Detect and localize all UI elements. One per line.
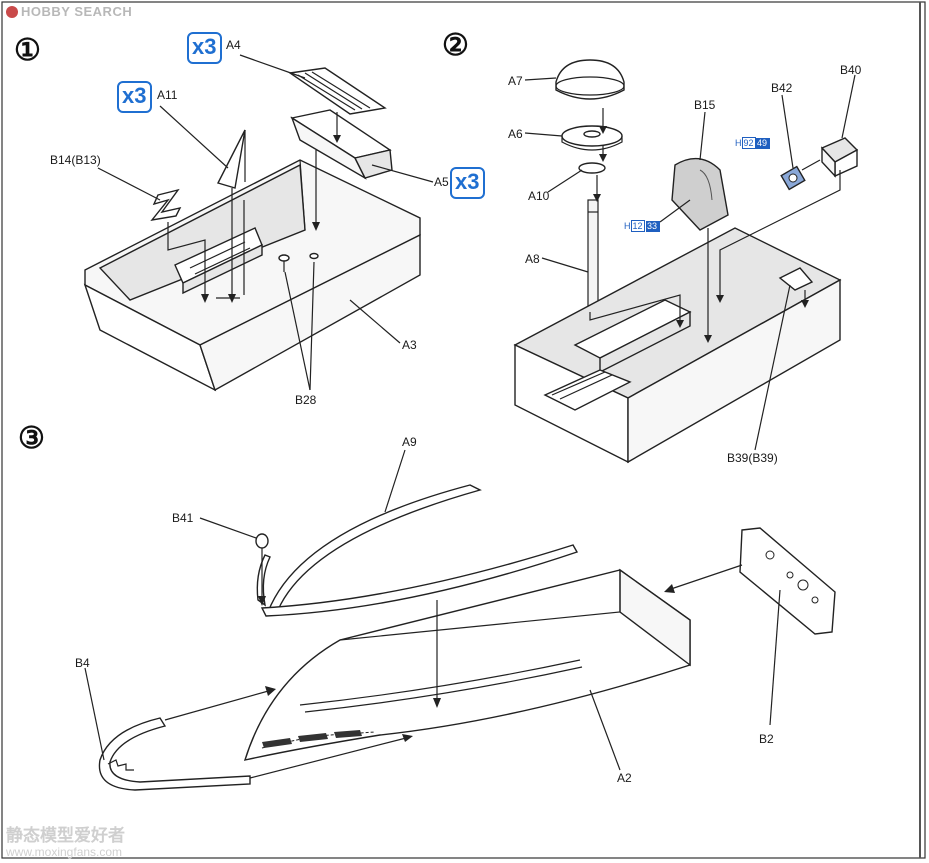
part-b15-seat xyxy=(671,157,729,231)
part-b42-part xyxy=(780,165,806,191)
x3-badge-a4 xyxy=(187,32,222,64)
label-b2: B2 xyxy=(759,732,774,746)
label-b42: B42 xyxy=(771,81,793,95)
label-a5: A5 xyxy=(434,175,449,189)
x3-text-a4: x3 xyxy=(192,34,217,59)
step-2-leaders xyxy=(524,74,856,451)
step-2-arrows xyxy=(589,108,841,343)
part-b40-part xyxy=(820,137,859,178)
moxing-watermark-logo: 静态模型爱好者 xyxy=(6,826,125,846)
step-2-marker: ② xyxy=(442,28,469,63)
label-b41: B41 xyxy=(172,511,194,525)
hobby-search-logo-icon xyxy=(6,6,18,18)
part-a11-fin xyxy=(216,129,246,189)
step-2-tub xyxy=(513,227,842,464)
x3-badge-a5 xyxy=(450,167,485,199)
paint-ref-h12 xyxy=(646,221,660,232)
step-3-marker: ③ xyxy=(18,421,45,456)
part-b41-ring xyxy=(255,533,269,560)
label-a9: A9 xyxy=(402,435,417,449)
label-a3: A3 xyxy=(402,338,417,352)
part-b28-pins xyxy=(278,252,319,272)
paint-h12-h: H xyxy=(624,221,631,231)
label-a7: A7 xyxy=(508,74,523,88)
step-1-arrows xyxy=(167,112,341,303)
label-a2: A2 xyxy=(617,771,632,785)
paint-h92-h: H xyxy=(735,138,742,148)
label-b15: B15 xyxy=(694,98,716,112)
part-a9-rail xyxy=(256,484,579,617)
step-1-marker: ① xyxy=(14,33,41,68)
label-a4: A4 xyxy=(226,38,241,52)
step-1-leaders xyxy=(97,54,434,391)
moxing-watermark: 静态模型爱好者 www.moxingfans.com xyxy=(6,826,125,859)
paint-h12-code: 12 xyxy=(630,220,645,232)
label-b40: B40 xyxy=(840,63,862,77)
part-a5-box xyxy=(290,109,393,180)
paint-ref-h92 xyxy=(756,138,770,149)
label-b28: B28 xyxy=(295,393,317,407)
watermark-text: HOBBY SEARCH xyxy=(21,4,133,19)
x3-badge-a11 xyxy=(117,81,152,113)
part-a10-ring xyxy=(578,162,606,174)
label-b39: B39(B39) xyxy=(727,451,778,465)
part-b14-bracket xyxy=(150,188,182,221)
label-a11: A11 xyxy=(157,88,178,102)
label-a8: A8 xyxy=(525,252,540,266)
part-a3-tub xyxy=(83,159,421,392)
x3-text-a11: x3 xyxy=(122,83,147,108)
part-a7-cap xyxy=(555,59,625,100)
step-3-leaders xyxy=(84,449,781,771)
paint-h92-num: 49 xyxy=(757,138,768,148)
part-a4-grille xyxy=(288,67,387,115)
part-b4-bow xyxy=(98,717,251,791)
paint-h12-num: 33 xyxy=(647,221,658,231)
label-a6: A6 xyxy=(508,127,523,141)
hobby-search-watermark: HOBBY SEARCH xyxy=(6,4,132,19)
label-a10: A10 xyxy=(528,189,550,203)
step-3-arrows xyxy=(164,560,743,779)
part-b2-transom xyxy=(739,527,836,635)
label-b4: B4 xyxy=(75,656,90,670)
moxing-watermark-url: www.moxingfans.com xyxy=(6,844,123,859)
x3-text-a5: x3 xyxy=(455,169,480,194)
paint-h92-code: 92 xyxy=(741,137,756,149)
label-b14: B14(B13) xyxy=(50,153,101,167)
part-a2-hull xyxy=(243,568,691,761)
